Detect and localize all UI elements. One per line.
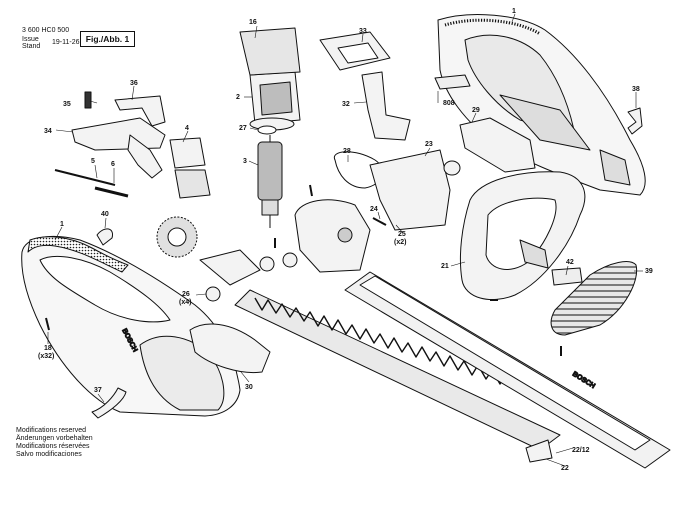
screw-gearbox bbox=[309, 184, 313, 197]
label-p30: 30 bbox=[245, 384, 253, 391]
stand-label: Stand bbox=[22, 43, 41, 50]
label-p6: 6 bbox=[111, 161, 115, 168]
screw-25 bbox=[372, 217, 387, 226]
armature-3 bbox=[257, 135, 283, 228]
issue-label: Issue bbox=[22, 36, 39, 43]
label-p16: 16 bbox=[249, 19, 257, 26]
footer-line: Salvo modificaciones bbox=[16, 451, 82, 458]
connector-6 bbox=[94, 186, 129, 198]
label-p2: 2 bbox=[236, 94, 240, 101]
screw-18 bbox=[45, 317, 50, 331]
label-p27: 27 bbox=[239, 125, 247, 132]
housing-half-right bbox=[437, 14, 646, 196]
footer-line: Modifications réservées bbox=[16, 443, 90, 450]
switch-4 bbox=[169, 137, 206, 169]
label-p36: 36 bbox=[130, 80, 138, 87]
label-p22: 22 bbox=[561, 465, 569, 472]
label-42 bbox=[551, 267, 583, 286]
ring-27 bbox=[257, 125, 277, 135]
label-p4: 4 bbox=[185, 125, 189, 132]
label-p38: 38 bbox=[632, 86, 640, 93]
gear-plate bbox=[199, 249, 261, 286]
label-p42: 42 bbox=[566, 259, 574, 266]
label-p29: 29 bbox=[472, 107, 480, 114]
label-p25-qty: (x2) bbox=[394, 239, 406, 246]
washer-b bbox=[282, 252, 298, 268]
label-p808: 808 bbox=[443, 100, 455, 107]
label-p22-12: 22/12 bbox=[572, 447, 590, 454]
blade-guard-bar: BOSCH bbox=[344, 271, 671, 469]
bushing-26 bbox=[205, 286, 221, 302]
label-p3: 3 bbox=[243, 158, 247, 165]
vent-cover-39 bbox=[550, 261, 638, 336]
switch-holder-34 bbox=[71, 117, 166, 151]
label-p28: 28 bbox=[343, 148, 351, 155]
label-p35: 35 bbox=[63, 101, 71, 108]
label-p26: 26 bbox=[182, 291, 190, 298]
label-p34: 34 bbox=[44, 128, 52, 135]
figure-label: Fig./Abb. 1 bbox=[80, 31, 135, 47]
footer-line: Modifications reserved bbox=[16, 427, 87, 434]
label-p32: 32 bbox=[342, 101, 350, 108]
label-p5: 5 bbox=[91, 158, 95, 165]
label-p21: 21 bbox=[441, 263, 449, 270]
lever-part bbox=[127, 134, 163, 179]
rating-label-808 bbox=[434, 74, 471, 90]
part-number-labels: 1 16 33 36 35 2 808 29 38 32 34 4 27 28 … bbox=[38, 8, 653, 472]
footer-notes: Modifications reserved Änderungen vorbeh… bbox=[16, 427, 93, 459]
motor-2 bbox=[239, 27, 301, 131]
label-p37: 37 bbox=[94, 387, 102, 394]
issue-date: 19-11-26 bbox=[52, 39, 80, 46]
cable-carrier-32 bbox=[361, 71, 411, 141]
hook-40 bbox=[96, 228, 114, 246]
label-p39: 39 bbox=[645, 268, 653, 275]
label-p1-left: 1 bbox=[60, 221, 64, 228]
label-p25: 25 bbox=[398, 231, 406, 238]
blade-tip-22 bbox=[525, 439, 553, 463]
label-p40: 40 bbox=[101, 211, 109, 218]
lower-guard-30 bbox=[189, 323, 271, 374]
label-p26-qty: (x4) bbox=[179, 299, 191, 306]
gearbox-housing-24 bbox=[294, 199, 371, 273]
washer-a bbox=[259, 256, 275, 272]
label-p18-qty: (x32) bbox=[38, 353, 54, 360]
clip-37 bbox=[91, 387, 127, 419]
gear-ring-23 bbox=[443, 160, 461, 176]
clip-38 bbox=[627, 107, 643, 135]
label-p23: 23 bbox=[425, 141, 433, 148]
spring-35 bbox=[84, 91, 92, 109]
gearbox-half-23 bbox=[369, 149, 451, 231]
blade-logo: BOSCH bbox=[571, 371, 596, 390]
leader-lines bbox=[47, 13, 643, 467]
guard-part-29 bbox=[459, 117, 536, 173]
label-p18: 18 bbox=[44, 345, 52, 352]
label-p33: 33 bbox=[359, 28, 367, 35]
cable-5 bbox=[54, 169, 116, 186]
label-p24: 24 bbox=[370, 206, 378, 213]
footer-line: Änderungen vorbehalten bbox=[16, 435, 93, 442]
trigger-36 bbox=[114, 95, 166, 127]
document-number: 3 600 HC0 500 bbox=[22, 27, 70, 34]
label-p1-top: 1 bbox=[512, 8, 516, 15]
